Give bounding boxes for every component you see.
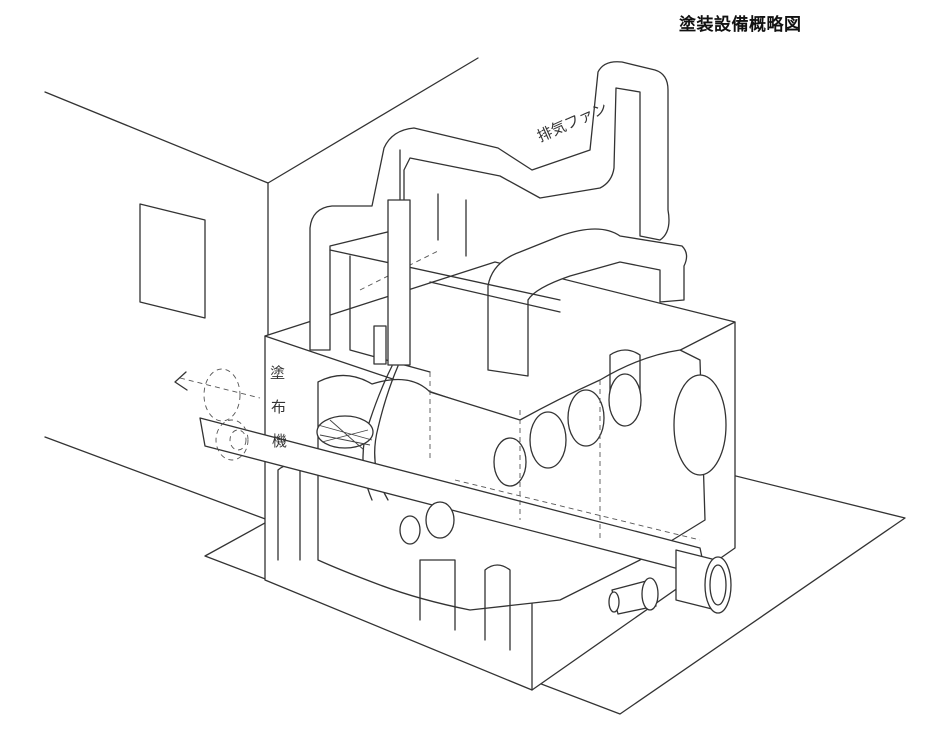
svg-text:塗: 塗 <box>270 364 285 382</box>
shaft-rollers <box>399 373 642 545</box>
side-port <box>673 374 727 476</box>
svg-text:布: 布 <box>271 398 286 416</box>
drive-motor <box>203 368 249 461</box>
page-title: 塗装設備概略図 <box>679 15 802 35</box>
exhaust-fan-duct <box>309 61 688 377</box>
svg-text:機: 機 <box>272 432 287 450</box>
hidden-lines <box>429 372 701 541</box>
spray-gun-pole <box>362 199 411 501</box>
outlet-pipe <box>608 549 732 615</box>
coater-label: 塗 布 機 <box>270 364 287 450</box>
brush-roller <box>316 415 374 451</box>
